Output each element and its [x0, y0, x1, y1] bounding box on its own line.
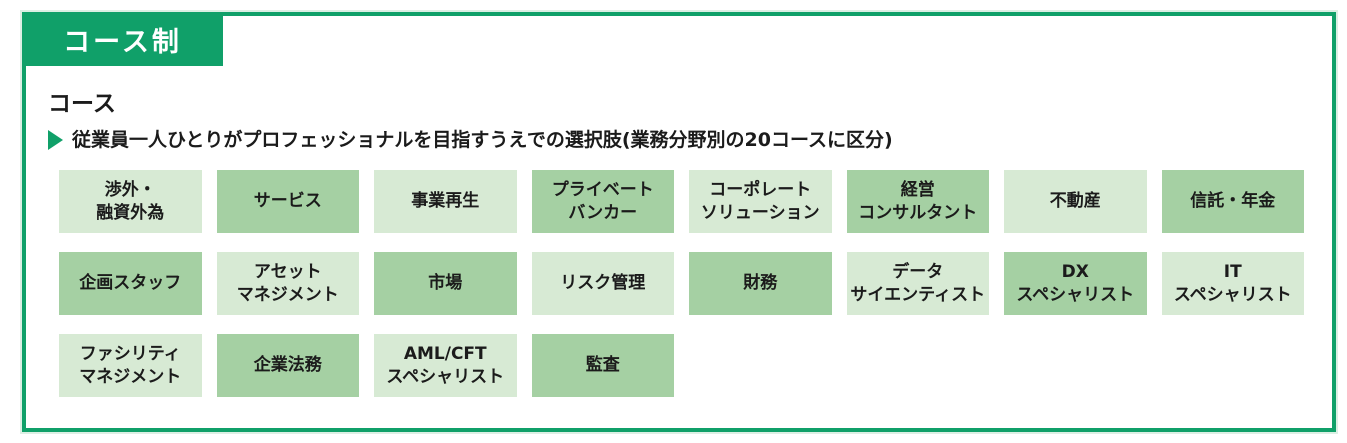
triangle-right-icon [48, 130, 63, 150]
course-cell: 企業法務 [216, 334, 359, 397]
course-cell: 監査 [531, 334, 674, 397]
course-cell: コーポレート ソリューション [689, 170, 832, 233]
course-cell: 不動産 [1004, 170, 1147, 233]
course-system-panel: コース 従業員一人ひとりがプロフェッショナルを目指すうえでの選択肢(業務分野別の… [22, 12, 1336, 432]
course-cell: 渉外・ 融資外為 [59, 170, 202, 233]
course-cell: サービス [216, 170, 359, 233]
course-cell: AML/CFT スペシャリスト [374, 334, 517, 397]
course-cell: 事業再生 [374, 170, 517, 233]
course-cell: 財務 [689, 252, 832, 315]
panel-content: コース 従業員一人ひとりがプロフェッショナルを目指すうえでの選択肢(業務分野別の… [26, 16, 1332, 428]
course-cell: データ サイエンティスト [846, 252, 989, 315]
section-subtitle: 従業員一人ひとりがプロフェッショナルを目指すうえでの選択肢(業務分野別の20コー… [48, 126, 1332, 154]
course-cell: 市場 [374, 252, 517, 315]
course-cell: 経営 コンサルタント [846, 170, 989, 233]
course-grid: 渉外・ 融資外為 サービス 事業再生 プライベート バンカー コーポレート ソリ… [59, 170, 1304, 397]
course-cell: リスク管理 [531, 252, 674, 315]
section-heading: コース [48, 91, 116, 117]
course-cell: DX スペシャリスト [1004, 252, 1147, 315]
course-cell: 信託・年金 [1161, 170, 1304, 233]
course-cell: アセット マネジメント [216, 252, 359, 315]
course-cell: 企画スタッフ [59, 252, 202, 315]
course-cell: プライベート バンカー [531, 170, 674, 233]
course-system-tab: コース制 [22, 12, 223, 66]
section-description: 従業員一人ひとりがプロフェッショナルを目指すうえでの選択肢(業務分野別の20コー… [72, 129, 893, 151]
course-cell: IT スペシャリスト [1161, 252, 1304, 315]
course-cell: ファシリティ マネジメント [59, 334, 202, 397]
tab-label: コース制 [63, 26, 182, 58]
